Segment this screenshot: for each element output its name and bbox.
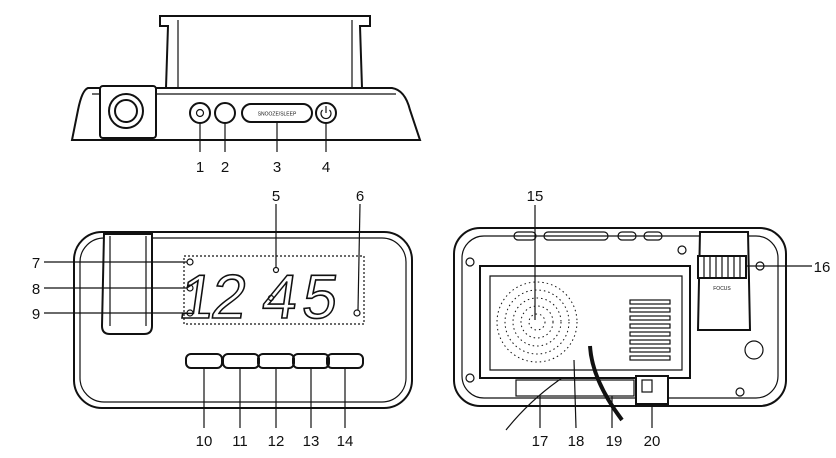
callout-17: 17 <box>532 433 549 450</box>
callout-10: 10 <box>196 433 213 450</box>
projector-lens-icon <box>99 85 157 139</box>
callout-11: 11 <box>232 433 248 450</box>
snooze-sleep-label: SNOOZE/SLEEP <box>258 112 297 118</box>
callout-20: 20 <box>644 433 661 450</box>
callout-6: 6 <box>356 188 364 205</box>
callout-7: 7 <box>32 255 40 272</box>
callout-3: 3 <box>273 159 281 176</box>
front-view: 1 2 4 5 7 8 9 5 6 10 11 12 13 14 <box>32 188 413 450</box>
focus-knob <box>696 231 752 331</box>
callout-8: 8 <box>32 281 40 298</box>
callout-2: 2 <box>221 159 229 176</box>
top-view: SNOOZE/SLEEP 1 2 3 4 <box>70 15 422 176</box>
callout-1: 1 <box>196 159 204 176</box>
focus-label: FOCUS <box>713 286 731 292</box>
callout-12: 12 <box>268 433 285 450</box>
power-cable <box>588 345 624 422</box>
speaker-grille <box>496 281 578 363</box>
back-view: FOCUS 15 16 17 18 19 20 <box>453 188 831 450</box>
callout-15: 15 <box>527 188 544 205</box>
callout-14: 14 <box>337 433 354 450</box>
callout-16: 16 <box>814 259 831 276</box>
callout-19: 19 <box>606 433 623 450</box>
callout-9: 9 <box>32 306 40 323</box>
vent-slots <box>629 299 671 361</box>
callout-18: 18 <box>568 433 585 450</box>
callout-13: 13 <box>303 433 320 450</box>
lcd-display <box>183 255 365 325</box>
callout-4: 4 <box>322 159 330 176</box>
callout-5: 5 <box>272 188 280 205</box>
